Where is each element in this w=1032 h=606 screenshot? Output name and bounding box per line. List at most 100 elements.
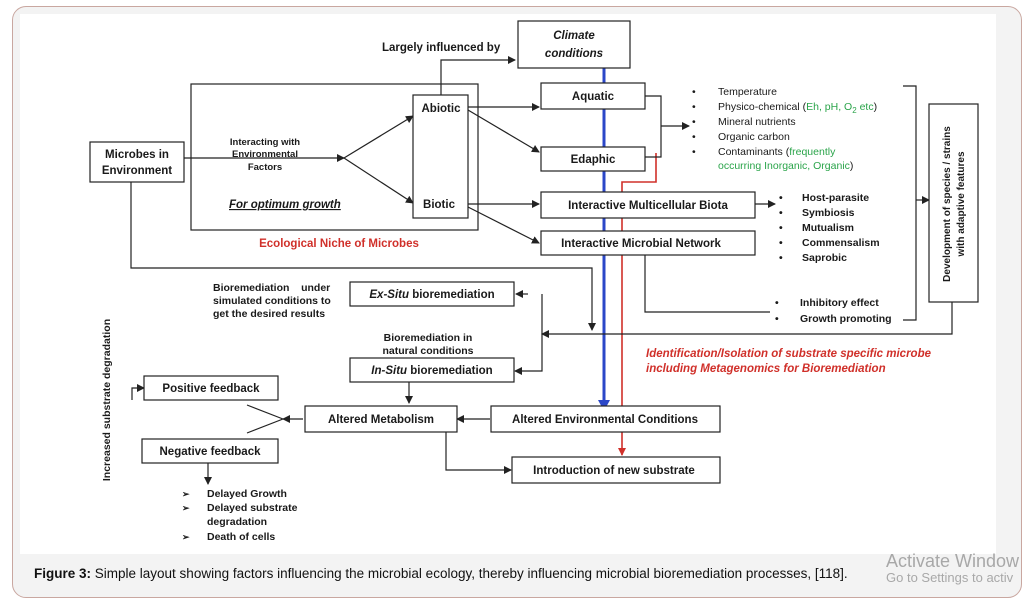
insitu-italic: In-Situ (371, 365, 407, 377)
interaction-2: Symbiosis (802, 207, 855, 219)
neg-outcome-1: Delayed Growth (207, 488, 287, 500)
effect-growth: Growth promoting (800, 313, 892, 325)
microbes-box (89, 141, 185, 183)
abiotic-factor-list: • Temperature • Physico-chemical (Eh, pH… (692, 86, 877, 172)
largely-influenced-label: Largely influenced by (382, 42, 501, 54)
interacting-line-3: Factors (248, 162, 282, 173)
climate-line-2: conditions (545, 48, 603, 60)
insitu-desc-1: Bioremediation in (384, 332, 473, 344)
exsitu-rest: bioremediation (409, 289, 495, 301)
int-bullet-2: • (779, 207, 783, 219)
neg-outcome-4: Death of cells (207, 531, 275, 543)
abiotic-biotic-box (412, 94, 469, 219)
neg-outcome-3: degradation (207, 516, 267, 528)
eff-bullet-2: • (775, 313, 779, 325)
exsitu-desc-2: simulated conditions to (213, 295, 331, 307)
edge-fork-positive (246, 404, 284, 420)
bullet-3: • (692, 116, 696, 128)
interacting-line-2: Environmental (232, 149, 298, 160)
neg-arrow-1: ➢ (182, 489, 190, 499)
microbes-line-2: Environment (102, 165, 172, 177)
factor-organic: Organic carbon (718, 131, 790, 143)
development-line-2: with adaptive features (956, 151, 967, 257)
eff-bullet-1: • (775, 297, 779, 309)
exsitu-italic: Ex-Situ (369, 289, 409, 301)
contaminants-green: frequently (789, 146, 836, 158)
edge-effects-bracket (903, 85, 917, 321)
factor-contaminants: Contaminants (frequently (718, 146, 836, 158)
contaminants-close: ) (850, 160, 854, 172)
edge-network-effects (644, 252, 770, 313)
altered-env-label: Altered Environmental Conditions (512, 414, 698, 426)
edge-microbes-down (130, 182, 596, 331)
interacting-line-1: Interacting with (230, 137, 300, 148)
network-box (540, 230, 756, 256)
neg-arrow-3: ➢ (182, 532, 190, 542)
negative-outcomes-list: ➢ Delayed Growth ➢ Delayed substrate deg… (182, 488, 298, 543)
neg-arrow-2: ➢ (182, 503, 190, 513)
figure-caption: Figure 3: Simple layout showing factors … (34, 566, 848, 581)
multicellular-box (540, 191, 756, 219)
activation-watermark: Activate Window Go to Settings to activ (886, 552, 1019, 585)
niche-label: Ecological Niche of Microbes (259, 238, 419, 250)
altered-metabolism-box (304, 405, 458, 433)
edge-biotic-network (467, 206, 540, 244)
edge-right-bracket-exsitu (514, 294, 543, 375)
new-substrate-box (511, 456, 721, 484)
edge-to-biotic (343, 157, 414, 204)
niche-container (190, 83, 479, 231)
altered-env-box (490, 405, 721, 433)
caption-text: Simple layout showing factors influencin… (91, 566, 848, 581)
physico-sub: 2 (852, 106, 857, 115)
effects-list: • Inhibitory effect • Growth promoting (775, 297, 892, 325)
edaphic-label: Edaphic (571, 154, 616, 166)
int-bullet-5: • (779, 252, 783, 264)
edge-to-abiotic (343, 115, 414, 159)
insitu-label: In-Situ bioremediation (371, 365, 492, 377)
edge-development-back (541, 302, 953, 338)
factor-mineral: Mineral nutrients (718, 116, 796, 128)
edge-abiotic-climate (440, 56, 516, 96)
bullet-4: • (692, 131, 696, 143)
identification-line-2: including Metagenomics for Bioremediatio… (646, 363, 886, 375)
factor-physico: Physico-chemical (Eh, pH, O2 etc) (718, 101, 877, 115)
interaction-list: • Host-parasite • Symbiosis • Mutualism … (779, 192, 880, 264)
int-bullet-1: • (779, 192, 783, 204)
edaphic-box (540, 146, 646, 172)
identification-line-1: Identification/Isolation of substrate sp… (646, 348, 932, 360)
interaction-1: Host-parasite (802, 192, 869, 204)
negative-feedback-label: Negative feedback (160, 446, 262, 458)
bullet-5: • (692, 146, 696, 158)
optimum-growth-label: For optimum growth (229, 199, 341, 211)
contaminants-green-2: occurring Inorganic, Organic (718, 160, 850, 172)
insitu-rest: bioremediation (407, 365, 493, 377)
microbes-line-1: Microbes in (105, 149, 169, 161)
network-label: Interactive Microbial Network (561, 238, 721, 250)
exsitu-desc-3: get the desired results (213, 308, 325, 320)
increased-degradation-label: Increased substrate degradation (101, 319, 113, 481)
exsitu-box (349, 281, 515, 307)
climate-box (517, 20, 631, 69)
watermark-line-2: Go to Settings to activ (886, 569, 1014, 585)
factor-contaminants-2: occurring Inorganic, Organic) (718, 160, 853, 172)
factor-temperature: Temperature (718, 86, 777, 98)
multicellular-label: Interactive Multicellular Biota (568, 200, 728, 212)
edge-increased-degradation (131, 384, 145, 400)
positive-feedback-box (143, 375, 279, 401)
new-substrate-label: Introduction of new substrate (533, 465, 695, 477)
watermark-line-1: Activate Window (886, 551, 1020, 571)
development-box (928, 103, 979, 303)
abiotic-label: Abiotic (422, 103, 462, 115)
int-bullet-4: • (779, 237, 783, 249)
climate-line-1: Climate (553, 30, 595, 42)
interaction-3: Mutualism (802, 222, 854, 234)
aquatic-label: Aquatic (572, 91, 615, 103)
physico-text: Physico-chemical ( (718, 101, 807, 113)
interaction-4: Commensalism (802, 237, 880, 249)
biotic-label: Biotic (423, 199, 456, 211)
neg-outcome-2: Delayed substrate (207, 502, 298, 514)
negative-feedback-box (141, 438, 279, 464)
physico-close: ) (874, 101, 878, 113)
physico-green: Eh, pH, O (806, 101, 852, 113)
bullet-1: • (692, 86, 696, 98)
